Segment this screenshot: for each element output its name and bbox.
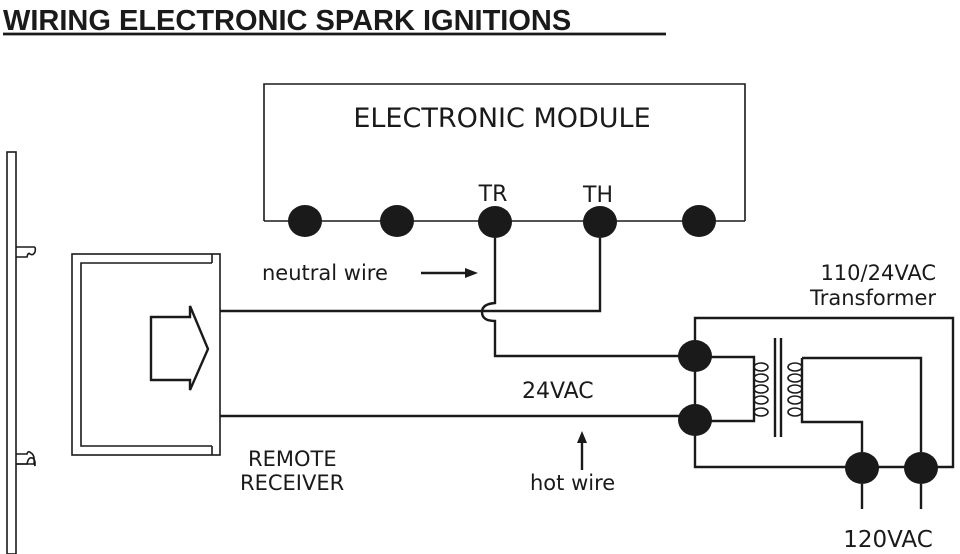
transformer-terminal-120v-right xyxy=(904,452,938,484)
secondary-lead-top xyxy=(802,356,923,452)
primary-coil-icon xyxy=(753,362,769,417)
receiver-inner-frame xyxy=(80,262,212,447)
diagram-title: WIRING ELECTRONIC SPARK IGNITIONS xyxy=(3,5,666,37)
th-wire xyxy=(220,238,602,313)
terminal-tr-label: TR xyxy=(478,182,508,207)
terminal-th-label: TH xyxy=(582,183,613,208)
wires xyxy=(220,238,693,418)
transformer-outer-loop-bottom xyxy=(693,416,847,469)
transformer-terminal-120v-left xyxy=(845,452,879,484)
receiver-outer-box xyxy=(71,253,221,456)
wall-strip xyxy=(6,151,17,554)
transformer-outer-loop-top xyxy=(693,316,955,469)
module-label: ELECTRONIC MODULE xyxy=(353,103,650,134)
lower-hook xyxy=(16,450,35,465)
module-terminal-5 xyxy=(682,205,716,237)
secondary-lead-bottom xyxy=(800,358,864,452)
neutral-wire-arrow-icon xyxy=(465,268,478,278)
transformer-terminal-24v-upper xyxy=(678,340,712,372)
module-terminal-th xyxy=(583,206,617,238)
receiver-label-line1: REMOTE xyxy=(248,447,337,471)
receiver-arrow-icon xyxy=(149,305,210,391)
annotations: neutral wire 24VAC hot wire xyxy=(262,261,615,495)
hot-wire-label: hot wire xyxy=(530,471,615,495)
line-voltage-label: 120VAC xyxy=(843,527,933,553)
remote-receiver: REMOTE RECEIVER xyxy=(71,253,344,495)
module-box xyxy=(263,83,746,221)
electronic-module: ELECTRONIC MODULE TR TH xyxy=(263,83,746,238)
low-voltage-label: 24VAC xyxy=(522,379,594,404)
module-terminal-tr xyxy=(478,206,512,238)
module-terminal-2 xyxy=(380,205,414,237)
neutral-wire-label: neutral wire xyxy=(262,261,388,285)
transformer: 110/24VAC Transformer xyxy=(678,261,955,553)
primary-leads xyxy=(710,355,756,423)
hot-wire-arrow-icon xyxy=(577,431,587,443)
title-text: WIRING ELECTRONIC SPARK IGNITIONS xyxy=(3,5,571,37)
neutral-wire xyxy=(480,238,693,358)
wall-bracket xyxy=(6,151,37,554)
secondary-coil-icon xyxy=(787,362,803,417)
transformer-label-line2: Transformer xyxy=(809,286,936,310)
transformer-terminal-24v-lower xyxy=(678,404,712,436)
transformer-label-line1: 110/24VAC xyxy=(820,261,936,285)
receiver-label-line2: RECEIVER xyxy=(240,471,344,495)
upper-hook xyxy=(16,246,37,258)
module-terminal-1 xyxy=(288,205,322,237)
